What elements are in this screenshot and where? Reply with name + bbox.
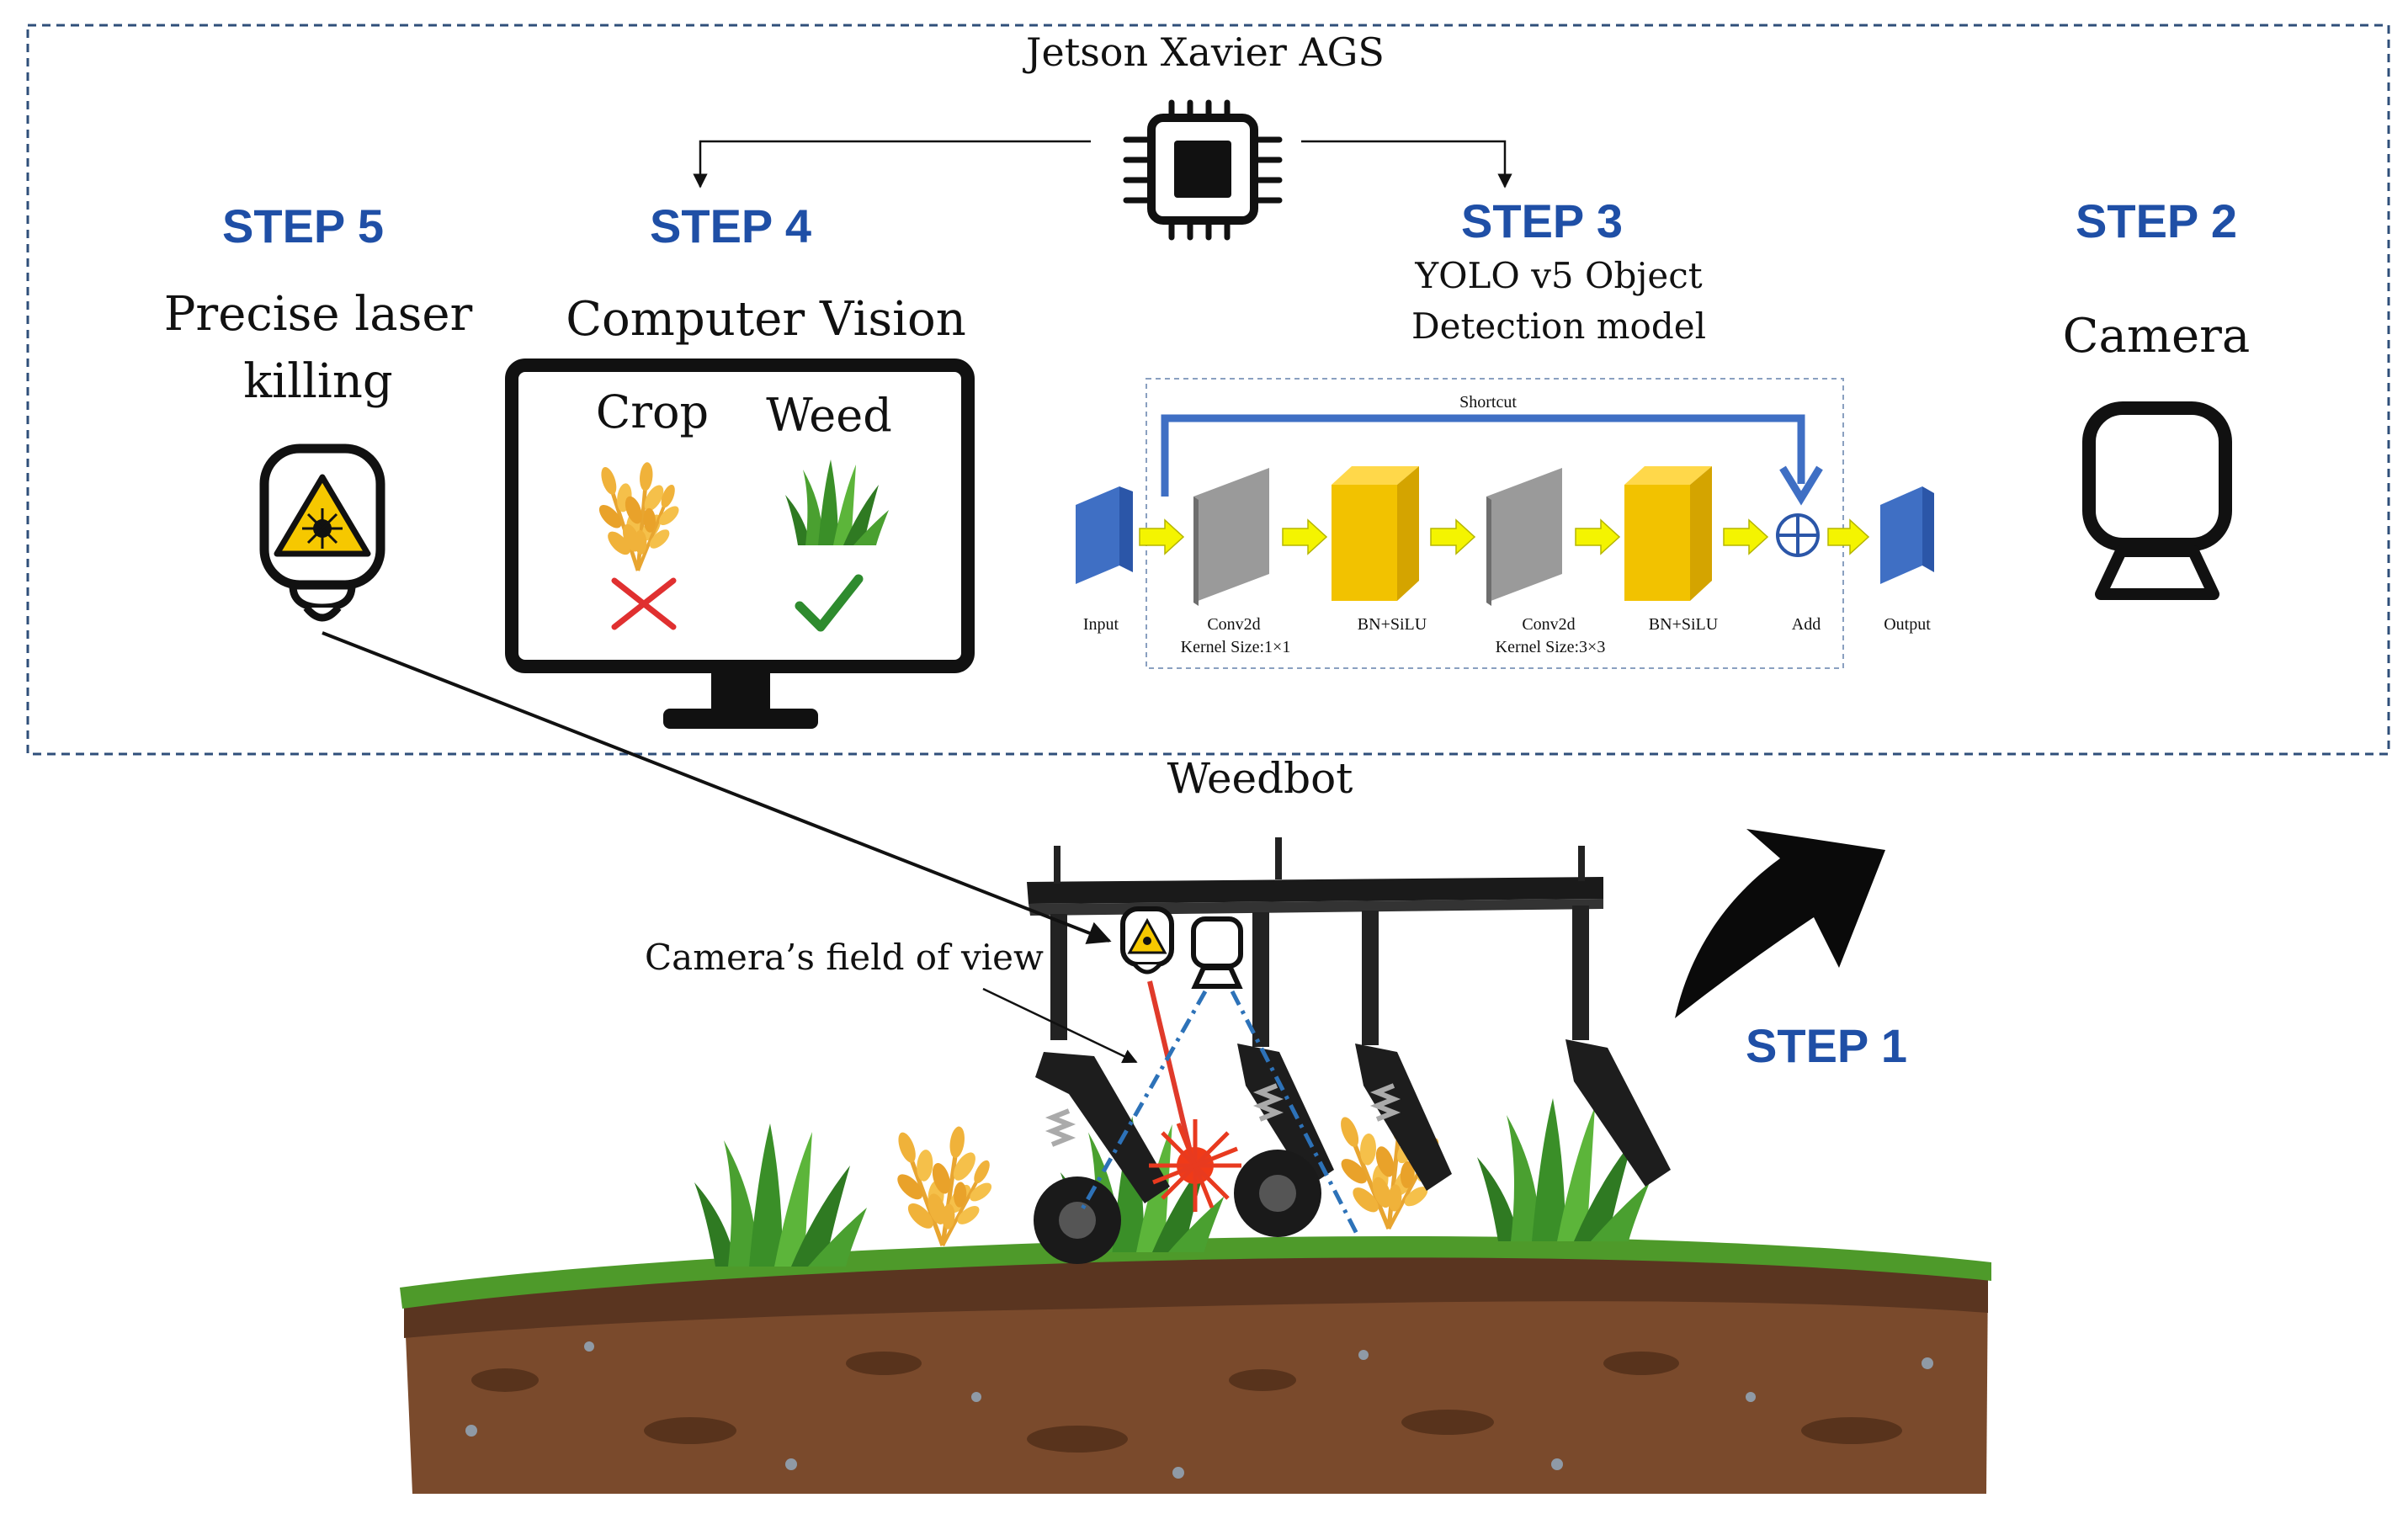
step5-line1: Precise laser xyxy=(164,287,473,342)
step4-label: STEP 4 xyxy=(650,199,811,252)
input-block xyxy=(1076,486,1133,584)
bn-silu-block-1 xyxy=(1332,466,1419,601)
soil-ground xyxy=(400,1235,1991,1494)
check-icon xyxy=(795,574,864,632)
system-title: Jetson Xavier AGS xyxy=(1023,29,1385,75)
yolo-block-diagram: Shortcut xyxy=(1076,378,1934,669)
conv1-name-label: Conv2d xyxy=(1207,615,1260,634)
shortcut-arrow xyxy=(1161,414,1805,497)
conv1-block xyxy=(1193,468,1269,606)
fov-pointer xyxy=(982,987,1138,1064)
weed-label: Weed xyxy=(766,389,892,442)
shortcut-label: Shortcut xyxy=(1459,393,1517,412)
step2-title: Camera xyxy=(2063,309,2251,364)
step3-label: STEP 3 xyxy=(1461,194,1623,247)
laser-beam xyxy=(1147,980,1193,1152)
weedbot-robot xyxy=(1027,837,1671,1264)
add-node xyxy=(1776,513,1820,557)
weedbot-label: Weedbot xyxy=(1167,754,1353,803)
flow-arrows xyxy=(1139,518,1870,555)
step3-line1: YOLO v5 Object xyxy=(1414,255,1702,296)
cross-icon xyxy=(611,577,677,630)
system-boundary-box xyxy=(26,24,2390,756)
laser-burst xyxy=(1149,1119,1241,1212)
bn2-label: BN+SiLU xyxy=(1649,615,1719,634)
conv2-name-label: Conv2d xyxy=(1522,615,1575,634)
output-label: Output xyxy=(1884,615,1931,634)
conv2-kernel-label: Kernel Size:3×3 xyxy=(1496,638,1606,656)
weed-plant-1 xyxy=(694,1123,867,1267)
chip-icon xyxy=(1123,99,1283,241)
chip-to-step3-connector xyxy=(1301,140,1512,189)
conv2-block xyxy=(1486,468,1562,606)
laser-to-robot-arrow xyxy=(322,631,1112,944)
step1-curved-arrow xyxy=(1675,829,1885,1018)
robot-laser-icon xyxy=(1120,906,1174,975)
monitor-icon xyxy=(505,359,975,729)
add-label: Add xyxy=(1792,615,1821,634)
robot-camera-icon xyxy=(1191,916,1243,989)
fov-line-left xyxy=(1078,990,1208,1214)
conv1-kernel-label: Kernel Size:1×1 xyxy=(1181,638,1291,656)
step3-line2: Detection model xyxy=(1411,305,1706,347)
crop-plant-1 xyxy=(879,1123,1005,1255)
robot-wheels xyxy=(1034,1150,1321,1264)
bn1-label: BN+SiLU xyxy=(1358,615,1427,634)
crop-label: Crop xyxy=(596,385,709,438)
step2-label: STEP 2 xyxy=(2076,194,2237,247)
step4-title: Computer Vision xyxy=(566,292,966,347)
camera-icon xyxy=(2082,401,2232,600)
chip-to-step4-connector xyxy=(693,140,1091,189)
bn-silu-block-2 xyxy=(1624,466,1712,601)
step5-label: STEP 5 xyxy=(222,199,384,252)
laser-icon xyxy=(259,443,385,622)
fov-label: Camera’s field of view xyxy=(645,937,1044,978)
step1-label: STEP 1 xyxy=(1746,1019,1907,1072)
fov-line-right xyxy=(1230,990,1361,1239)
step5-line2: killing xyxy=(243,354,393,409)
output-block xyxy=(1880,486,1934,584)
input-label: Input xyxy=(1083,615,1119,634)
